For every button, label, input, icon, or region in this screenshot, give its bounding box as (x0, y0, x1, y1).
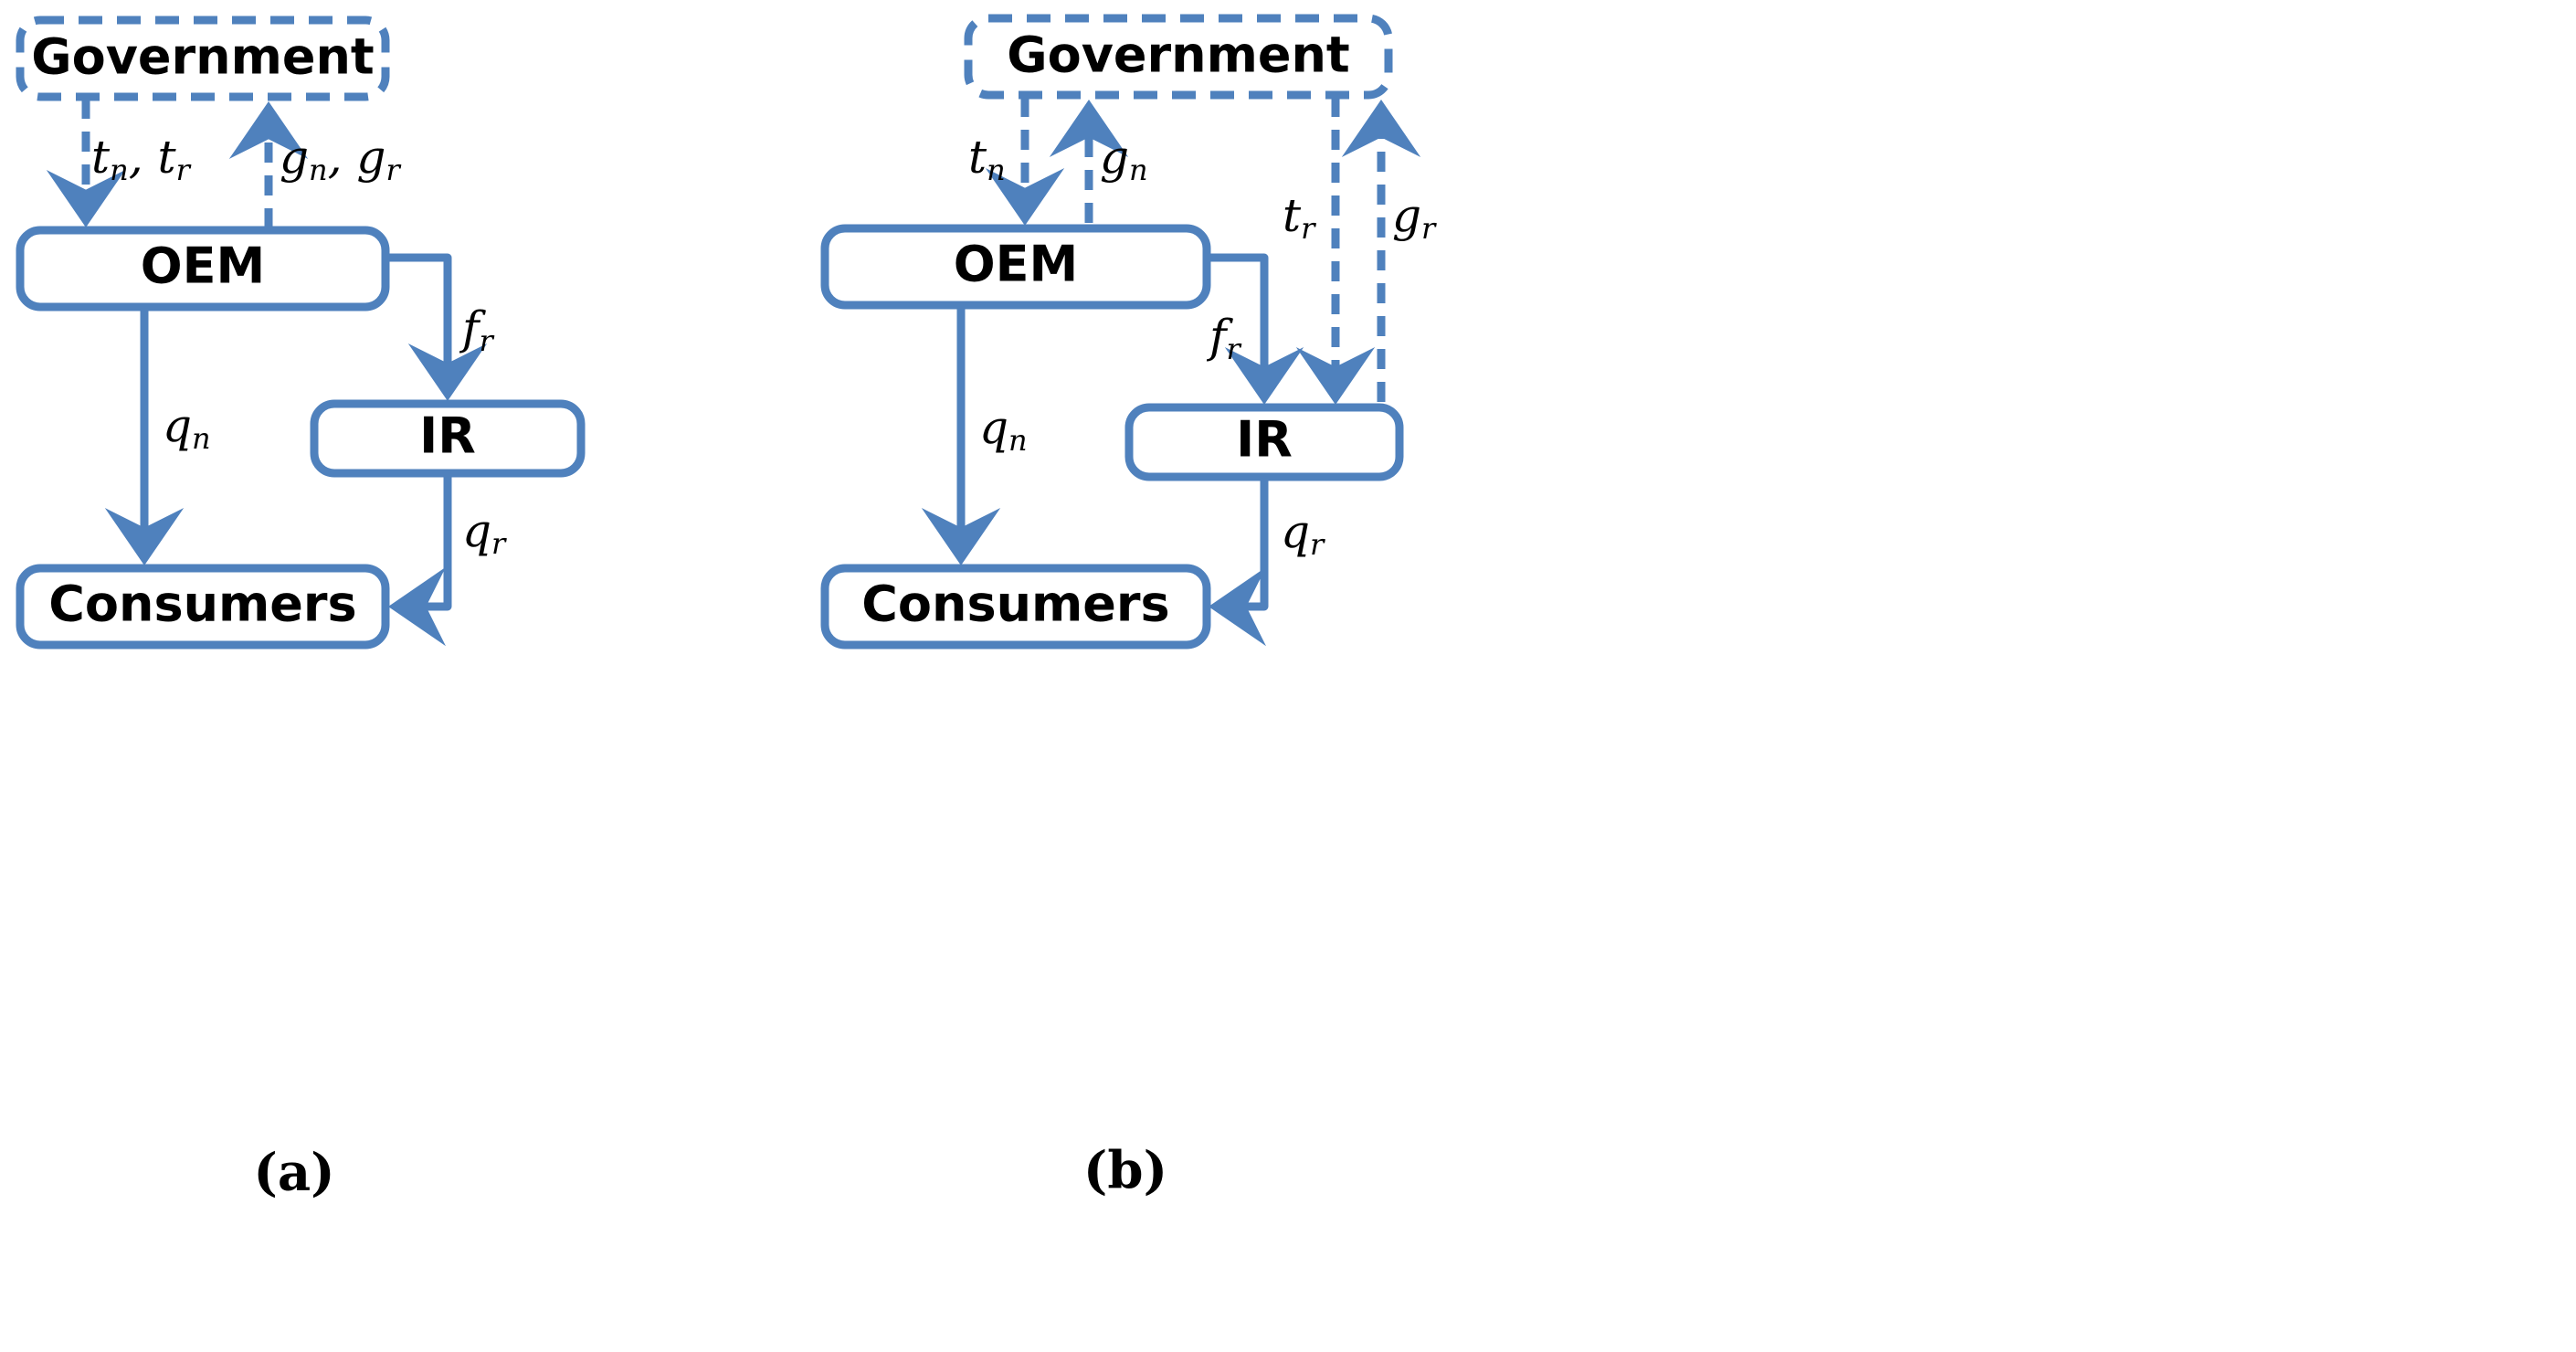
panel-a-edge-label-gn-gr: gn, gr (280, 131, 401, 187)
panel-a-node-consumers[interactable]: Consumers (16, 564, 390, 650)
panel-a-edge-ir-to-consumers[interactable] (387, 473, 452, 647)
panel-b-node-government[interactable]: Government (964, 14, 1393, 100)
panel-a-edge-label-fr: fr (459, 301, 495, 358)
government-box-outline (964, 14, 1393, 100)
panel-a: Government OEM IR Consumers tn, tr (16, 16, 586, 1203)
panel-b: Government OEM IR Consumers tn gn (820, 14, 1437, 1201)
oem-label: OEM (141, 238, 266, 295)
ir-label: IR (1236, 411, 1293, 469)
panel-b-node-ir[interactable]: IR (1124, 403, 1404, 481)
panel-a-node-ir[interactable]: IR (310, 399, 586, 478)
oem-box-outline (820, 224, 1211, 310)
panel-a-edge-label-qn: qn (163, 399, 211, 456)
panel-b-edge-label-tr: tr (1283, 189, 1316, 246)
panel-b-node-consumers[interactable]: Consumers (820, 564, 1211, 650)
consumers-box-outline (820, 564, 1211, 650)
oem-label: OEM (954, 236, 1079, 293)
consumers-box-outline (16, 564, 390, 650)
consumers-label: Consumers (48, 576, 356, 633)
ir-label: IR (419, 407, 476, 465)
panel-a-node-government[interactable]: Government (16, 16, 390, 101)
panel-b-caption: (b) (1083, 1141, 1167, 1201)
panel-a-edge-oem-to-ir[interactable] (385, 253, 488, 402)
panel-b-edge-label-fr: fr (1206, 310, 1242, 366)
panel-b-edge-label-gn: gn (1100, 131, 1148, 187)
government-label: Government (1007, 26, 1349, 84)
panel-b-edge-ir-to-consumers[interactable] (1208, 477, 1269, 647)
oem-box-outline (16, 226, 390, 312)
panel-b-edge-label-qn: qn (979, 401, 1028, 458)
government-label: Government (31, 28, 374, 86)
government-box-outline (16, 16, 390, 101)
panel-b-edge-label-tn: tn (968, 131, 1006, 187)
panel-a-caption: (a) (253, 1143, 334, 1203)
panel-b-edge-oem-to-ir[interactable] (1207, 253, 1304, 406)
panel-b-edge-label-qr: qr (1281, 505, 1325, 562)
panel-a-edge-label-tn-tr: tn, tr (91, 131, 192, 187)
consumers-label: Consumers (861, 576, 1169, 633)
panel-a-node-oem[interactable]: OEM (16, 226, 390, 312)
panel-b-edge-label-gr: gr (1392, 189, 1437, 246)
panel-a-edge-label-qr: qr (462, 504, 507, 561)
panel-b-node-oem[interactable]: OEM (820, 224, 1211, 310)
